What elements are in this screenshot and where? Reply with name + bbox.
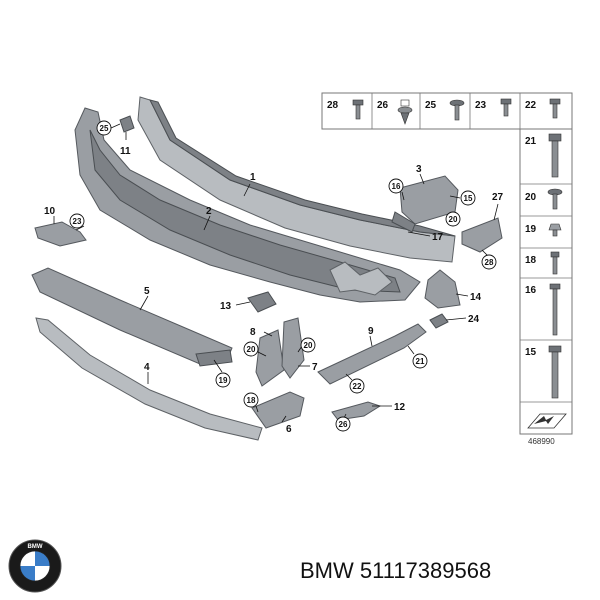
callout-17: 17 [432, 232, 444, 243]
circled-callout-21: 21 [416, 357, 425, 366]
clip-26-icon [397, 99, 413, 125]
part-9-side-member [317, 323, 427, 385]
hardware-label-22: 22 [525, 100, 537, 111]
brand-part-number-caption: BMW 51117389568 [300, 558, 491, 583]
bolt-23-icon [500, 98, 512, 117]
part-7-bracket [281, 317, 305, 379]
part-13-block [247, 291, 277, 313]
callout-7: 7 [312, 362, 318, 373]
hardware-label-23: 23 [475, 100, 487, 111]
circled-callout-25: 25 [100, 124, 109, 133]
part-4-lower-strip [35, 317, 263, 441]
circled-callout-20-left: 20 [247, 345, 256, 354]
svg-text:BMW: BMW [28, 544, 43, 550]
nut-19-icon [548, 223, 562, 237]
hardware-label-28: 28 [327, 100, 339, 111]
direction-arrow-icon [527, 413, 567, 429]
bolt-16-icon [549, 283, 561, 336]
circled-callout-19: 19 [219, 376, 228, 385]
hardware-label-25: 25 [425, 100, 437, 111]
circled-callout-16: 16 [392, 182, 401, 191]
bolt-22-icon [549, 98, 561, 119]
callout-11: 11 [120, 146, 131, 157]
part-1-upper-reinforcement [137, 96, 456, 263]
callout-9: 9 [368, 326, 374, 337]
circled-callout-15: 15 [464, 194, 473, 203]
callout-14: 14 [470, 292, 482, 303]
part-27-bracket [461, 217, 503, 253]
callout-6: 6 [286, 424, 292, 435]
hardware-label-20: 20 [525, 192, 537, 203]
callout-12: 12 [394, 402, 406, 413]
callout-27: 27 [492, 192, 504, 203]
callout-5: 5 [144, 286, 150, 297]
callout-13: 13 [220, 301, 232, 312]
part-24-clip [429, 313, 449, 329]
bmw-logo: BMW [8, 539, 62, 593]
callout-3: 3 [416, 164, 422, 175]
circled-callout-18: 18 [247, 396, 256, 405]
hardware-label-19: 19 [525, 224, 537, 235]
screw-25-icon [449, 99, 465, 121]
part-2-energy-absorber [74, 107, 421, 303]
callout-24: 24 [468, 314, 480, 325]
hardware-label-18: 18 [525, 255, 537, 266]
part-5-carrier-bar [31, 267, 233, 367]
callout-2: 2 [206, 206, 212, 217]
bolt-18-icon [550, 251, 560, 275]
callout-labels: 1 2 3 4 5 6 7 8 9 10 11 12 13 14 17 24 2 [44, 132, 504, 435]
circled-callout-23: 23 [73, 217, 82, 226]
part-6-bracket [251, 391, 305, 429]
hardware-label-16: 16 [525, 285, 537, 296]
circled-callout-20-right: 20 [304, 341, 313, 350]
callout-1: 1 [250, 172, 256, 183]
part-11-clip [119, 115, 135, 133]
callout-4: 4 [144, 362, 150, 373]
bolt-21-icon [548, 133, 562, 178]
callout-8: 8 [250, 327, 256, 338]
hardware-label-21: 21 [525, 136, 537, 147]
hardware-table: 28 26 25 23 22 21 20 19 18 [321, 92, 573, 435]
part-14-bracket [424, 269, 461, 309]
screw-20-icon [547, 188, 563, 210]
hardware-label-26: 26 [377, 100, 389, 111]
circled-callout-22: 22 [353, 382, 362, 391]
part-10-bracket [34, 221, 87, 247]
bolt-15-icon [548, 345, 562, 399]
part-12-plate [331, 401, 382, 421]
circled-callout-28: 28 [485, 258, 494, 267]
screw-28-icon [352, 99, 364, 120]
hardware-label-15: 15 [525, 347, 537, 358]
part-8-bracket [255, 329, 285, 387]
diagram-reference-number: 468990 [528, 437, 555, 446]
circled-callout-26: 26 [339, 420, 348, 429]
circled-callout-20-bracket: 20 [449, 215, 458, 224]
callout-10: 10 [44, 206, 56, 217]
circled-callouts: 25 23 16 15 20 28 20 20 19 18 21 22 [69, 120, 497, 432]
